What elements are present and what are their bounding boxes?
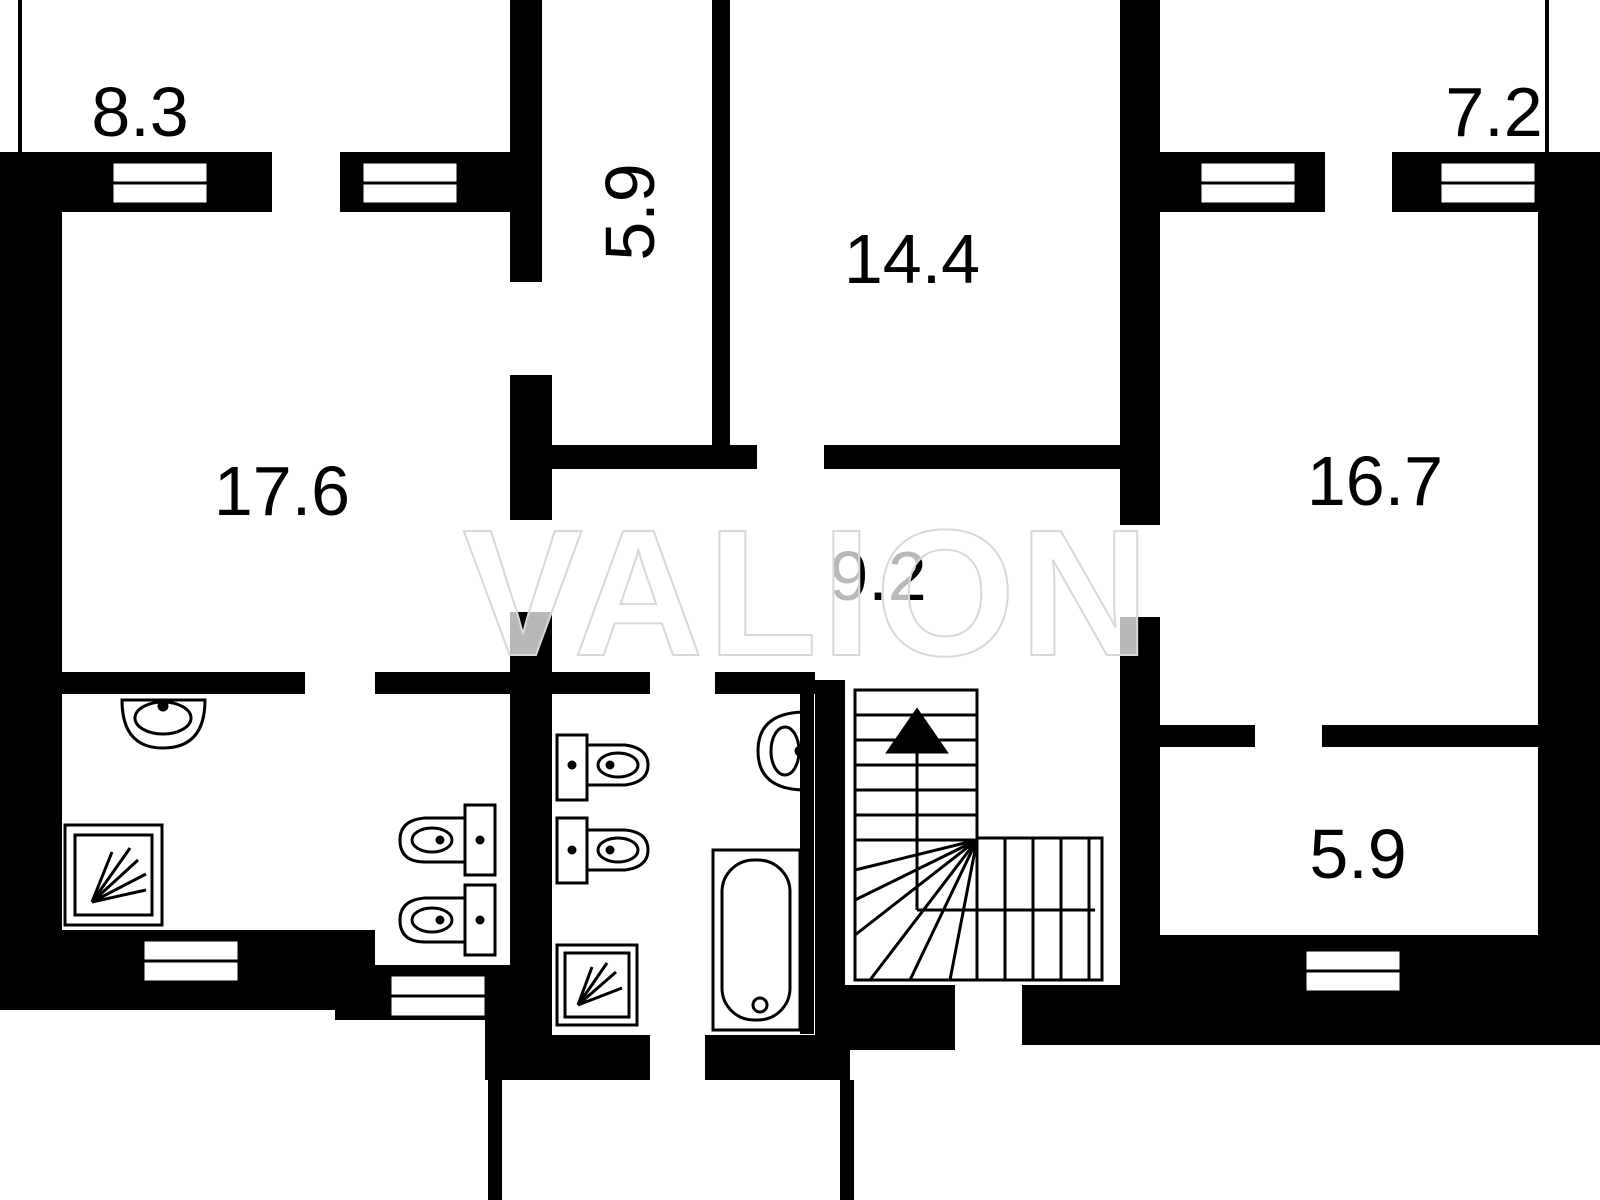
staircase-icon — [853, 688, 1104, 982]
toilet-icon — [398, 803, 497, 877]
area-label-balcony-top-left: 8.3 — [91, 73, 188, 151]
shower-icon — [555, 943, 639, 1027]
toilet-icon — [555, 733, 650, 802]
area-label-room-bottom-right: 5.9 — [1309, 815, 1406, 893]
area-labels: 8.3 5.9 14.4 7.2 17.6 9.2 16.7 5.9 — [91, 73, 1542, 893]
area-label-balcony-top-right: 7.2 — [1445, 73, 1542, 151]
sink-icon — [120, 698, 207, 750]
area-label-room-left: 17.6 — [214, 452, 350, 530]
toilet-icon — [398, 883, 497, 957]
area-label-room-top-center: 14.4 — [844, 220, 980, 298]
watermark: VALION — [463, 493, 1154, 694]
area-label-pantry-top: 5.9 — [591, 163, 669, 260]
windows — [110, 160, 1538, 1019]
sink-icon — [756, 710, 808, 792]
area-label-hall-center: 9.2 — [829, 537, 926, 615]
bathtub-icon — [711, 848, 802, 1032]
toilet-icon — [555, 816, 650, 885]
shower-icon — [63, 823, 164, 927]
area-label-room-right: 16.7 — [1307, 442, 1443, 520]
bathroom-wall — [800, 694, 814, 1034]
